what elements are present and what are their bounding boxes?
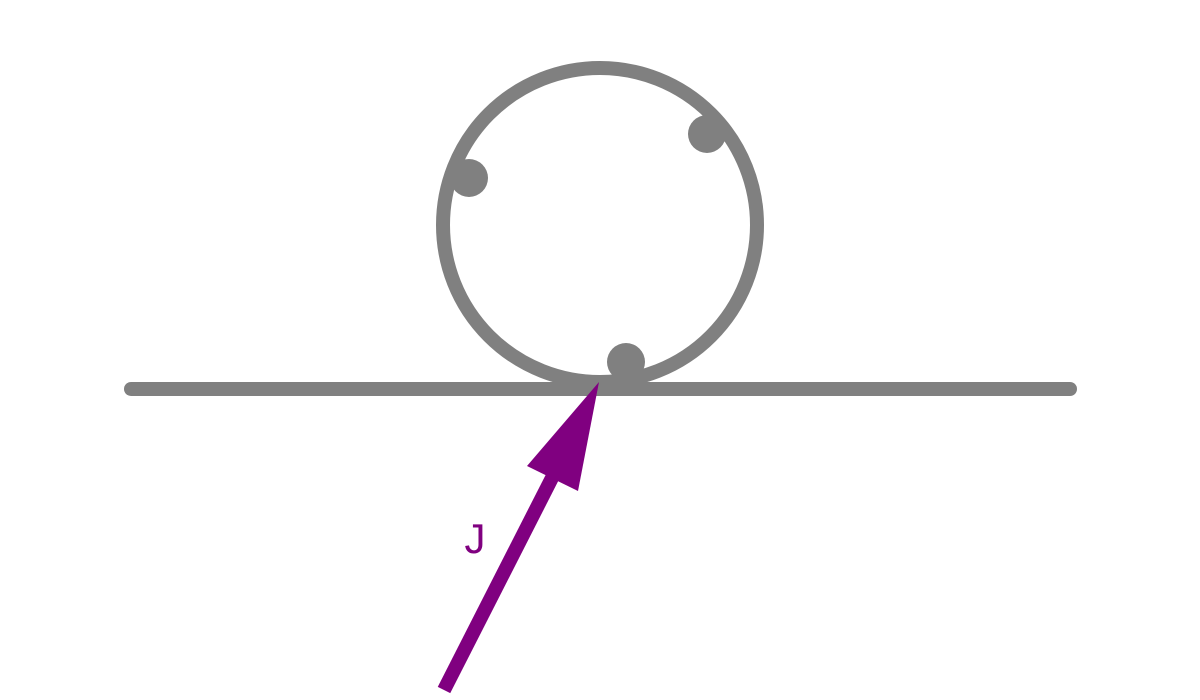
impulse-label: J <box>465 515 486 562</box>
bead-upper-right <box>688 115 726 153</box>
impulse-arrow-shaft <box>437 466 563 694</box>
bead-left <box>450 159 488 197</box>
hoop-ring <box>436 61 764 389</box>
impulse-arrow <box>437 382 599 694</box>
bead-bottom <box>607 343 645 381</box>
impulse-arrow-head <box>527 382 599 491</box>
